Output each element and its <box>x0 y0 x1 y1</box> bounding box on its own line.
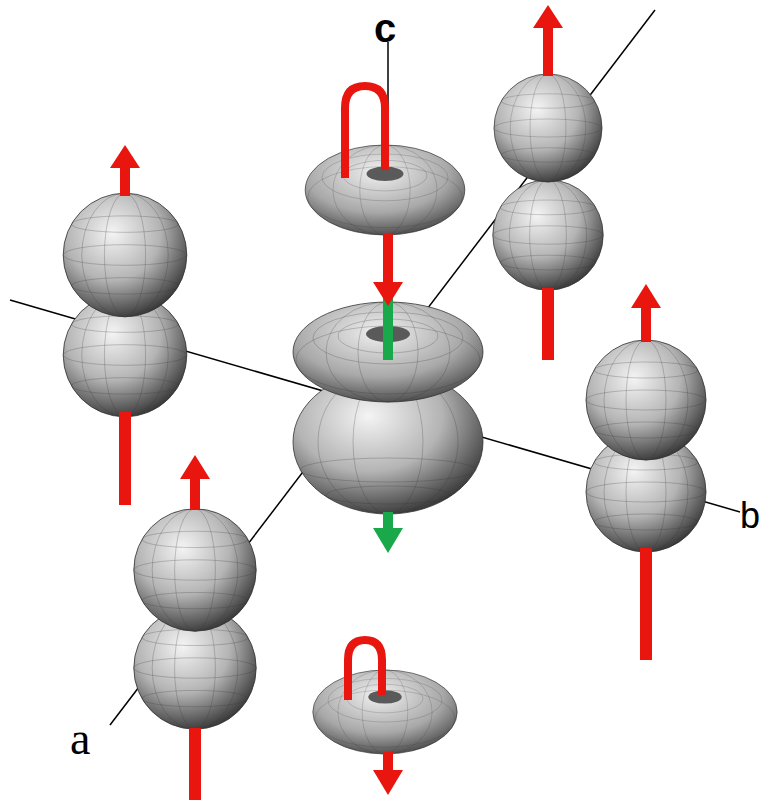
axis-line <box>10 10 740 725</box>
p-orbital <box>586 284 706 660</box>
spin-torus <box>313 640 457 795</box>
spin-torus <box>305 86 465 306</box>
p-orbital <box>493 5 603 360</box>
p-orbital <box>134 455 256 800</box>
dz2-orbital <box>293 298 483 553</box>
p-orbital <box>63 145 187 505</box>
axis-label: a <box>70 712 90 765</box>
axis-label: c <box>374 6 396 51</box>
axis-label: b <box>740 495 760 537</box>
